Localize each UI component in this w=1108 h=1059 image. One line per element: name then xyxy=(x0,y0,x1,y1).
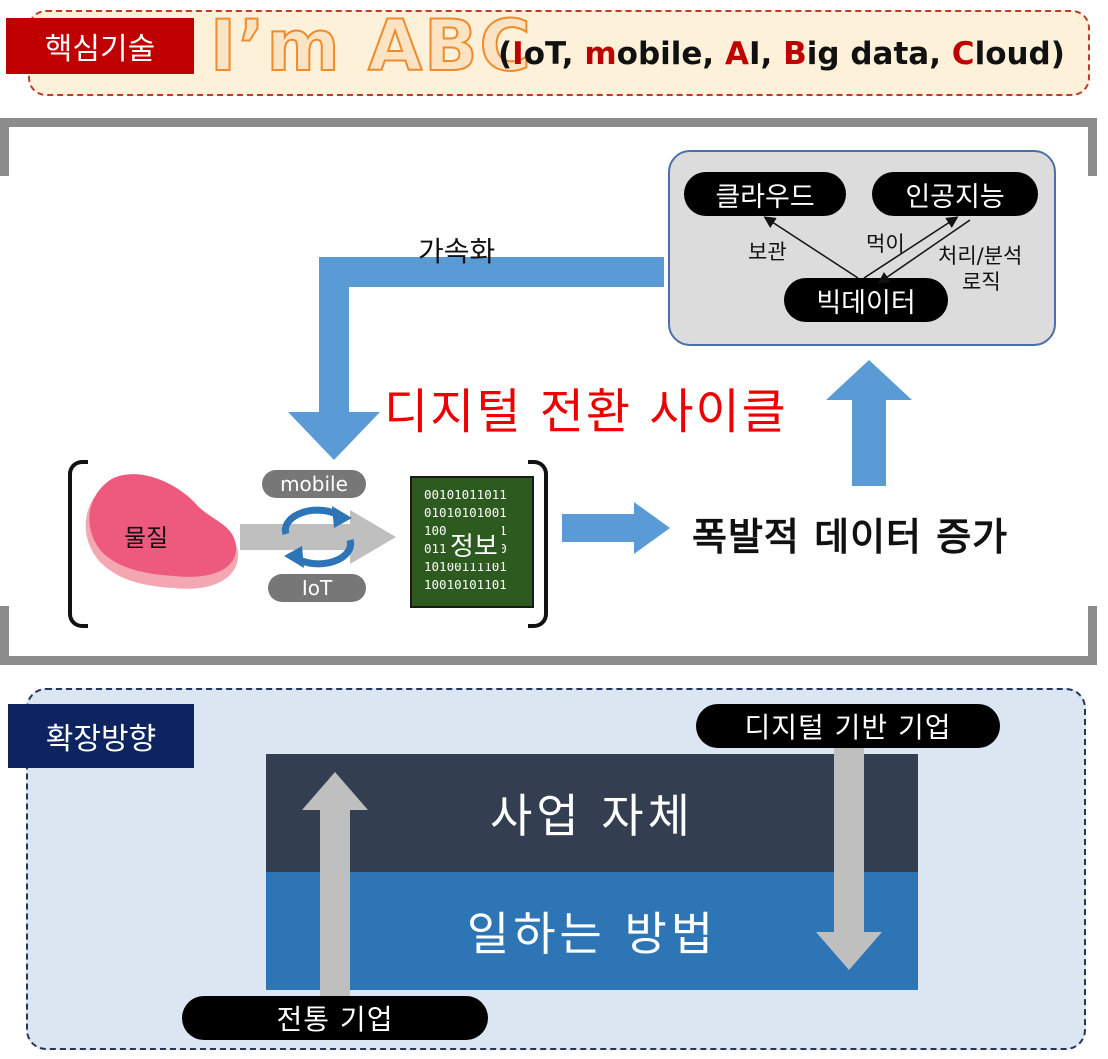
feed-label: 먹이 xyxy=(866,232,905,256)
traditional-company-pill: 전통 기업 xyxy=(182,996,488,1040)
abc-title: I’m ABC xyxy=(209,5,533,87)
growth-up-head xyxy=(826,360,912,400)
process-arrow xyxy=(877,219,971,284)
info-label: 정보 xyxy=(446,526,502,563)
cycle-arrow-bottom xyxy=(294,538,355,568)
bigdata-pill: 빅데이터 xyxy=(784,278,948,322)
digital-down-head xyxy=(816,932,882,970)
storage-label: 보관 xyxy=(748,240,787,264)
binary-row: 01010101001 xyxy=(424,505,507,520)
accelerate-arrow-head xyxy=(288,412,380,460)
digital-company-pill: 디지털 기반 기업 xyxy=(696,704,1000,748)
info-to-growth-head xyxy=(634,502,670,554)
cycle-frame-right-top xyxy=(1088,118,1097,176)
matter-to-info-shaft xyxy=(240,524,352,550)
left-bracket xyxy=(68,460,88,628)
accelerate-label: 가속화 xyxy=(418,235,496,268)
matter-to-info-head xyxy=(350,510,396,564)
traditional-up-head xyxy=(302,772,368,810)
way-of-working-band: 일하는 방법 xyxy=(266,872,918,990)
info-to-growth-shaft xyxy=(562,514,636,542)
feed-arrow xyxy=(863,216,959,279)
process-label-line1: 처리/분석 xyxy=(938,244,1023,268)
storage-arrow xyxy=(763,216,859,279)
tech-group-arrows xyxy=(763,216,971,284)
explosive-growth-label: 폭발적 데이터 증가 xyxy=(692,515,1009,559)
cycle-arrow-top xyxy=(281,506,342,536)
ai-pill: 인공지능 xyxy=(872,172,1038,216)
cycle-title: 디지털 전환 사이클 xyxy=(384,384,788,440)
cycle-frame-left-top xyxy=(0,118,9,176)
binary-row: 00101011011 xyxy=(424,487,507,502)
core-tech-banner xyxy=(28,10,1090,96)
cycle-frame-bottom xyxy=(0,656,1097,665)
cycle-arrow-bottom-head xyxy=(284,546,304,568)
cycle-arrow-top-head xyxy=(332,506,352,528)
process-label-line2: 로직 xyxy=(962,270,1001,294)
right-bracket xyxy=(528,460,548,628)
cycle-frame-left-bottom xyxy=(0,606,9,665)
iot-pill: IoT xyxy=(268,574,366,602)
cloud-pill: 클라우드 xyxy=(684,172,846,216)
matter-blob xyxy=(85,474,239,589)
accelerate-arrow-shaft xyxy=(319,257,664,416)
binary-row: 10010101101 xyxy=(424,577,507,592)
mobile-pill: mobile xyxy=(262,470,366,498)
growth-up-shaft xyxy=(852,398,886,486)
cycle-frame-top xyxy=(0,118,1097,127)
expansion-label: 확장방향 xyxy=(8,704,194,768)
cycle-frame-right-bottom xyxy=(1088,606,1097,665)
business-itself-band: 사업 자체 xyxy=(266,754,918,872)
matter-label: 물질 xyxy=(124,524,169,552)
abc-detail: (IoT, mobile, AI, Big data, Cloud) xyxy=(498,36,1065,72)
core-tech-label: 핵심기술 xyxy=(6,18,194,74)
traditional-up-shaft xyxy=(320,808,350,1004)
digital-down-shaft xyxy=(834,738,864,934)
